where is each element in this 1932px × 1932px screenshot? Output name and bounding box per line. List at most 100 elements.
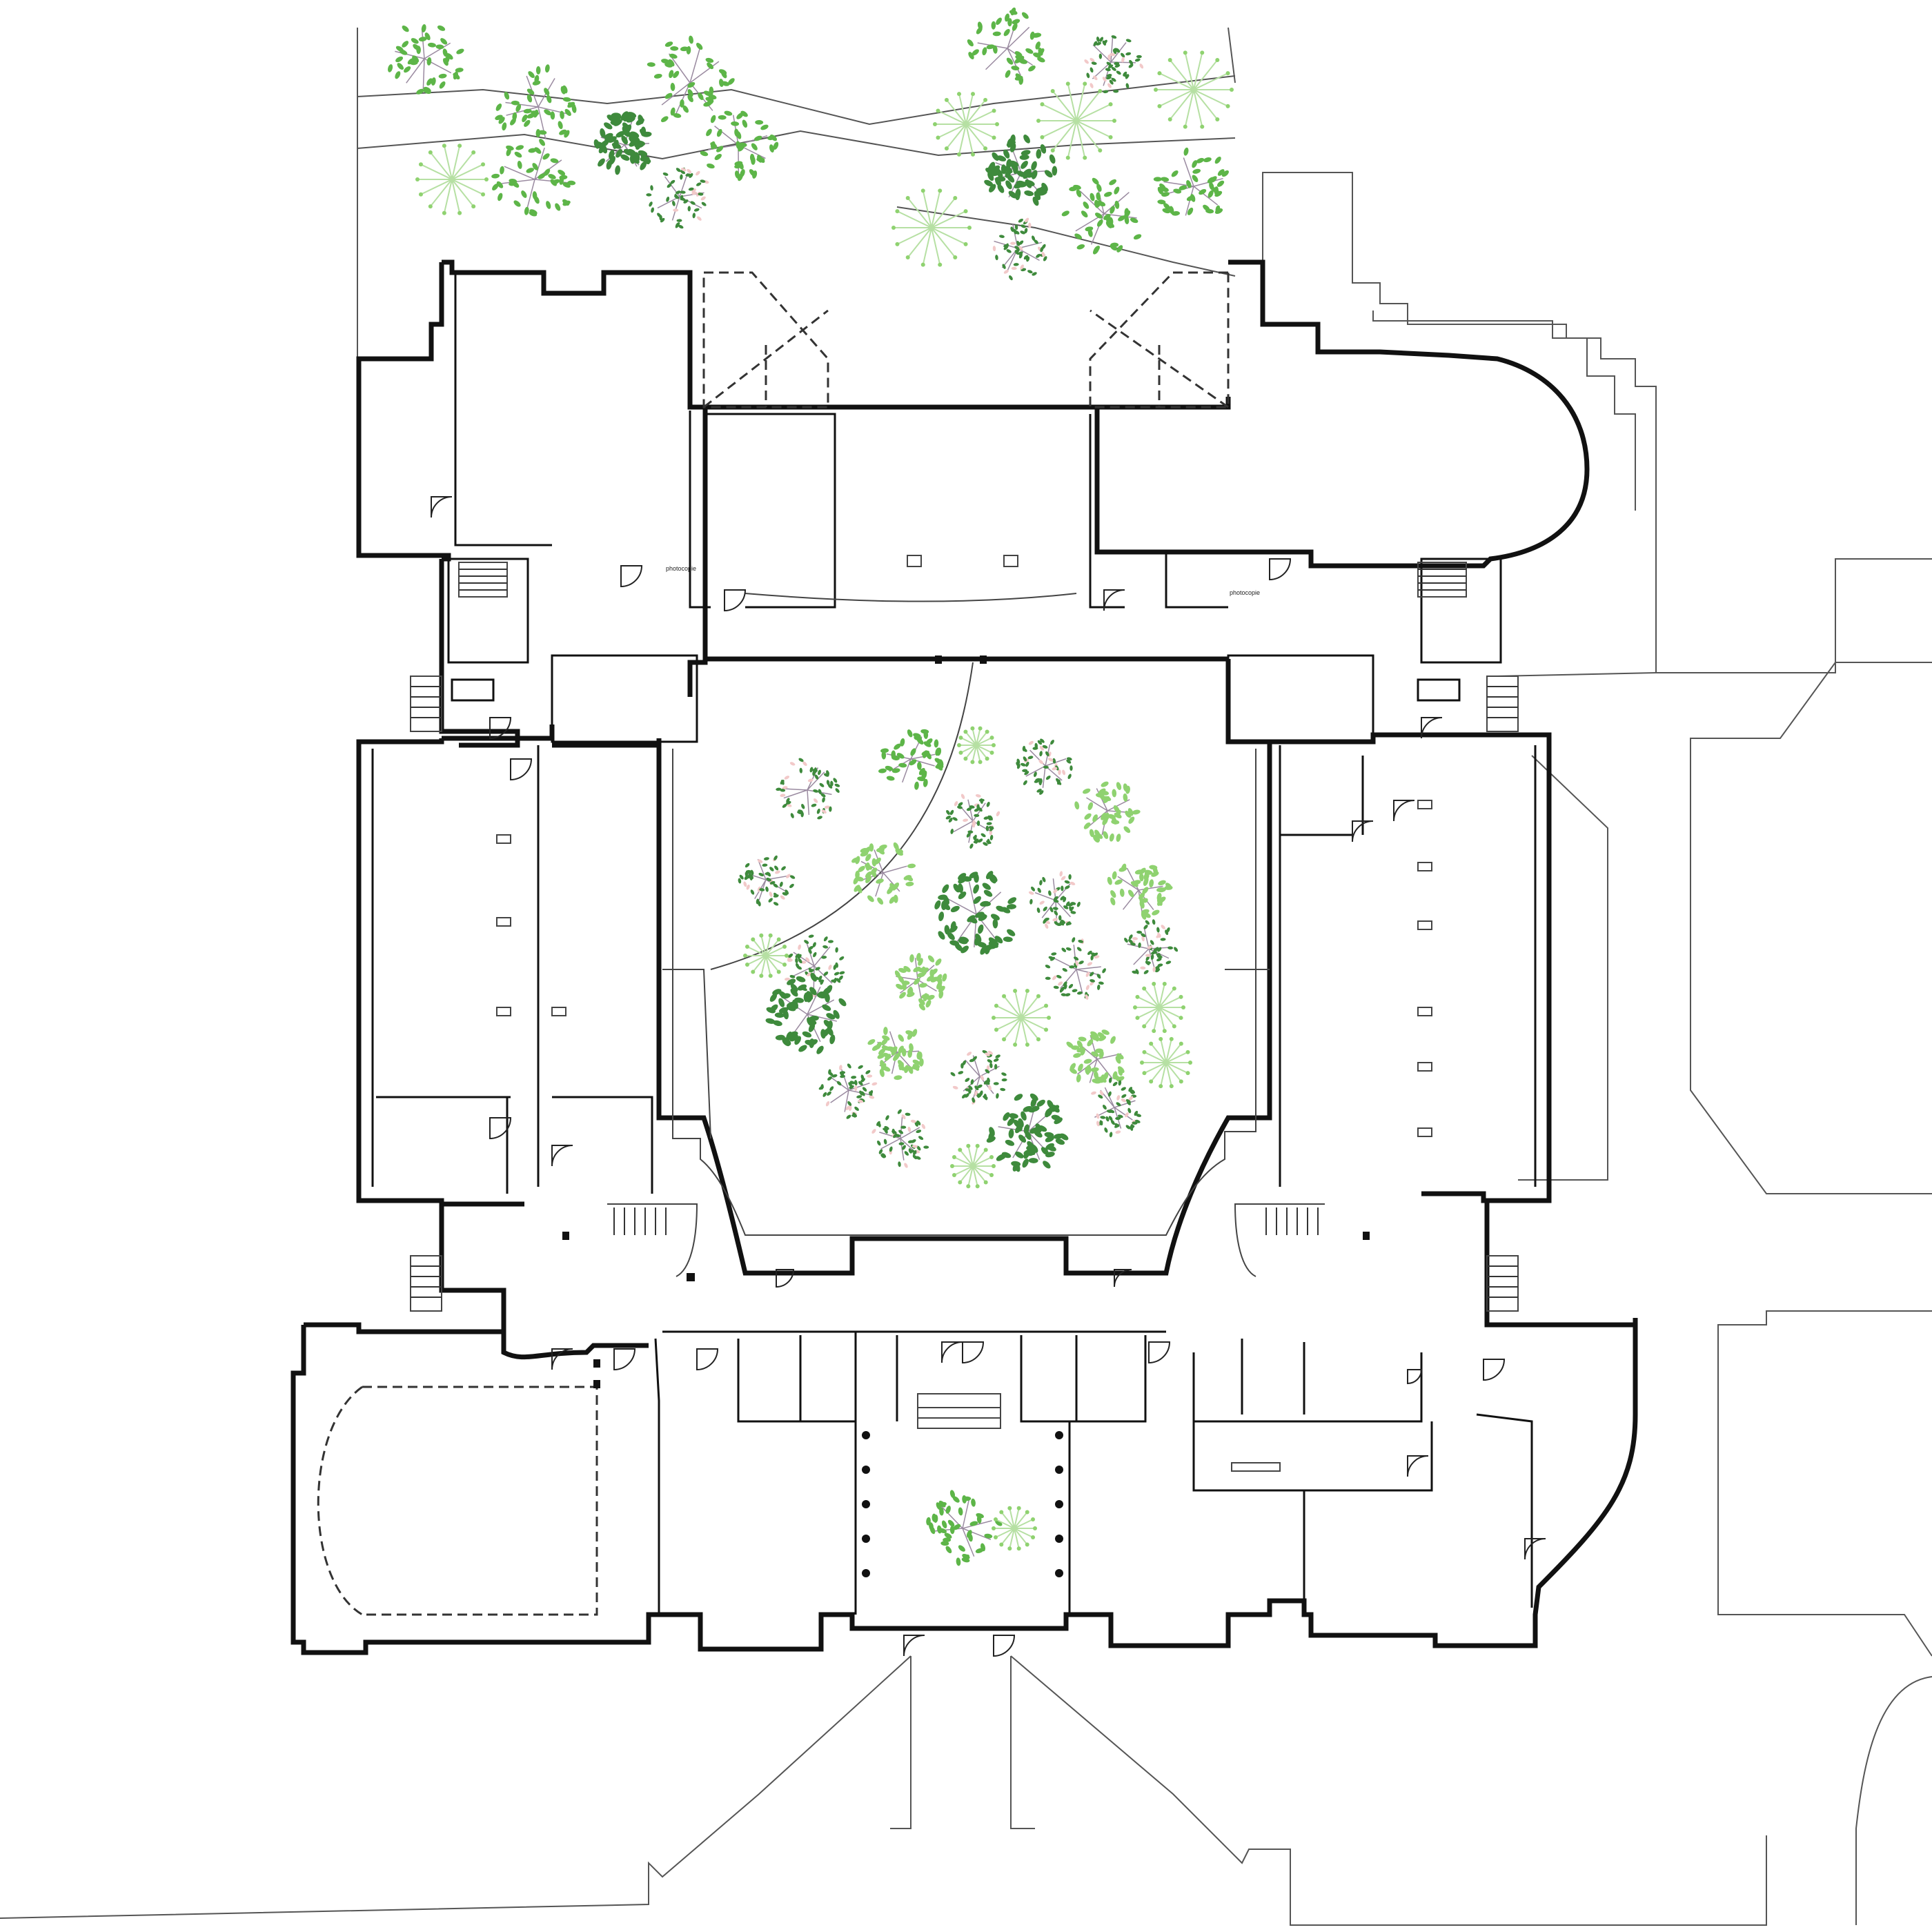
- door-swing-icon: [776, 1269, 795, 1288]
- door-swing-icon: [696, 1348, 719, 1371]
- door-swing-icon: [1393, 800, 1415, 822]
- door-swing-icon: [903, 1635, 925, 1657]
- tree-icon: [1154, 50, 1234, 129]
- tree-icon: [851, 842, 916, 905]
- tree-icon: [933, 92, 999, 157]
- landscape-trees: [388, 7, 1234, 1566]
- door-swing-icon: [1483, 1359, 1506, 1381]
- column-icon: [862, 1500, 870, 1508]
- courtyard-outline: [662, 593, 1270, 1429]
- door-swing-icon: [1524, 1538, 1546, 1560]
- tree-icon: [765, 972, 847, 1054]
- door-swing-icon: [1148, 1341, 1171, 1364]
- door-swing-icon: [551, 1348, 573, 1370]
- door-swing-icon: [431, 496, 453, 518]
- tree-icon: [646, 167, 709, 229]
- tree-icon: [926, 1490, 1003, 1566]
- columns: [562, 656, 1370, 1577]
- photocopie-label-right: photocopie: [1230, 589, 1260, 596]
- column-icon: [1055, 1569, 1063, 1577]
- column-icon: [1363, 1232, 1370, 1240]
- door-swing-icon: [551, 1145, 573, 1167]
- tree-icon: [1066, 1029, 1125, 1084]
- tree-icon: [1140, 1036, 1192, 1089]
- column-icon: [1055, 1535, 1063, 1543]
- tree-icon: [1084, 35, 1144, 94]
- staircases: [410, 562, 1519, 1312]
- tree-icon: [894, 952, 947, 1011]
- tree-icon: [871, 1109, 929, 1168]
- column-icon: [562, 1232, 569, 1240]
- tree-icon: [1036, 81, 1116, 160]
- tree-icon: [967, 7, 1045, 85]
- stair-icon: [410, 676, 442, 732]
- tree-icon: [950, 1049, 1007, 1105]
- door-swings: [431, 496, 1546, 1657]
- tree-icon: [891, 188, 972, 267]
- tree-icon: [388, 24, 464, 95]
- door-swing-icon: [1269, 558, 1292, 581]
- building-walls: [290, 259, 1638, 1655]
- tree-icon: [1153, 147, 1229, 216]
- tree-icon: [1028, 871, 1081, 929]
- tree-icon: [992, 1506, 1037, 1551]
- door-swing-icon: [1407, 1369, 1423, 1385]
- tree-icon: [495, 64, 577, 146]
- tree-icon: [647, 35, 735, 124]
- tree-icon: [818, 1063, 878, 1119]
- door-swing-icon: [489, 1117, 512, 1140]
- column-icon: [862, 1569, 870, 1577]
- tree-icon: [945, 793, 1000, 849]
- door-swing-icon: [962, 1341, 985, 1364]
- column-icon: [1055, 1500, 1063, 1508]
- column-icon: [935, 656, 942, 664]
- tree-icon: [957, 726, 996, 765]
- door-swing-icon: [510, 758, 533, 781]
- door-swing-icon: [724, 589, 747, 612]
- door-swing-icon: [1352, 820, 1374, 842]
- site-context: [0, 27, 1932, 1926]
- column-icon: [593, 1359, 600, 1368]
- column-icon: [687, 1273, 695, 1281]
- column-icon: [862, 1431, 870, 1439]
- door-swing-icon: [1114, 1269, 1132, 1288]
- door-swing-icon: [941, 1341, 963, 1363]
- stair-icon: [1234, 1203, 1325, 1277]
- door-swing-icon: [613, 1348, 636, 1371]
- tree-icon: [984, 134, 1058, 206]
- column-icon: [593, 1380, 600, 1388]
- tree-icon: [1133, 981, 1185, 1034]
- door-swing-icon: [1407, 1455, 1429, 1477]
- wing-piers: [496, 555, 1432, 1472]
- stair-icon: [410, 1255, 442, 1312]
- tree-icon: [593, 111, 652, 175]
- column-icon: [1055, 1466, 1063, 1474]
- tree-icon: [992, 217, 1047, 281]
- column-icon: [862, 1535, 870, 1543]
- tree-icon: [934, 871, 1017, 955]
- tree-icon: [867, 1027, 924, 1081]
- photocopie-label-left: photocopie: [666, 565, 696, 572]
- column-icon: [1055, 1431, 1063, 1439]
- tree-icon: [1061, 177, 1142, 255]
- tree-icon: [700, 110, 779, 181]
- tree-icon: [950, 1143, 996, 1189]
- tree-icon: [986, 1093, 1069, 1172]
- north-canopies: [702, 271, 1230, 408]
- tree-icon: [1107, 863, 1173, 920]
- tree-icon: [1016, 738, 1073, 795]
- tree-icon: [992, 989, 1051, 1047]
- stair-icon: [607, 1203, 698, 1277]
- tree-icon: [1045, 937, 1106, 1000]
- tree-icon: [784, 934, 845, 998]
- stair-icon: [1486, 1255, 1519, 1312]
- stair-icon: [458, 562, 508, 598]
- tree-icon: [743, 933, 789, 978]
- door-swing-icon: [620, 565, 643, 588]
- stair-icon: [1417, 562, 1467, 598]
- stair-icon: [1486, 676, 1519, 732]
- tree-icon: [878, 729, 944, 790]
- tree-icon: [776, 758, 840, 820]
- door-swing-icon: [1103, 589, 1125, 611]
